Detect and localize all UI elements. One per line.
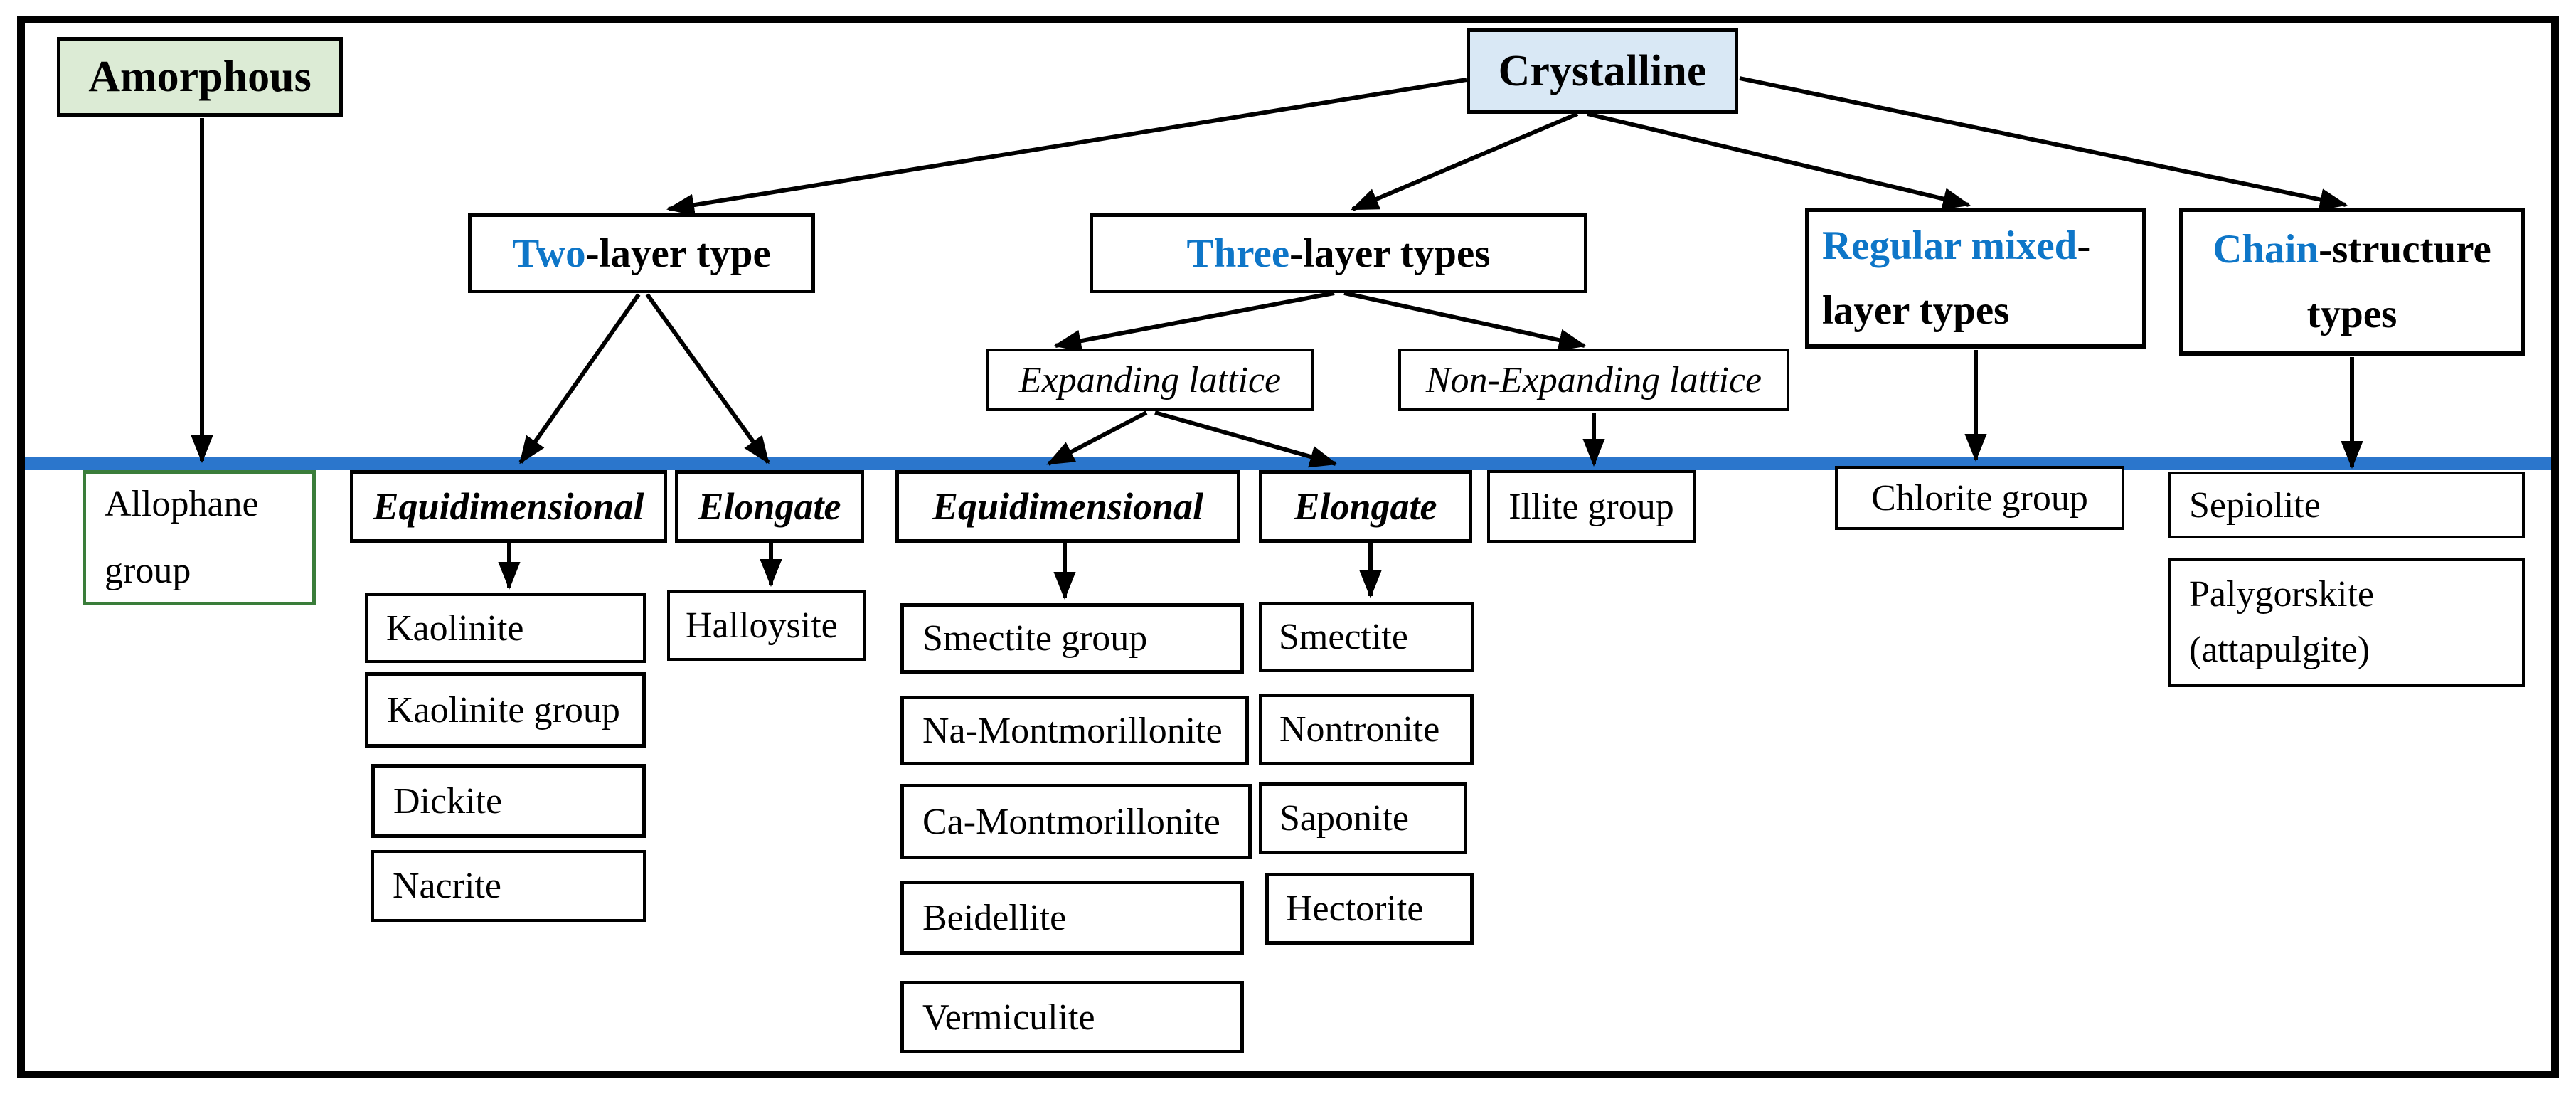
node-halloysite-label: Halloysite: [686, 605, 838, 646]
node-elongate-two-layer: Elongate: [675, 470, 864, 543]
node-beidellite-label: Beidellite: [922, 897, 1067, 938]
node-vermiculite-label: Vermiculite: [922, 997, 1095, 1038]
node-palygorskite: Palygorskite (attapulgite): [2168, 558, 2525, 687]
node-non-expanding-lattice-label: Non-Expanding lattice: [1425, 359, 1762, 400]
node-two-layer-rest: -layer type: [585, 230, 771, 276]
node-saponite-label: Saponite: [1279, 798, 1409, 839]
node-na-montmorillonite: Na-Montmorillonite: [900, 696, 1249, 765]
node-ca-montmorillonite-label: Ca-Montmorillonite: [922, 801, 1220, 842]
node-regular-mixed-highlight: Regular mixed: [1822, 223, 2077, 268]
node-saponite: Saponite: [1259, 782, 1467, 854]
node-amorphous-label: Amorphous: [88, 52, 312, 101]
node-chlorite-group: Chlorite group: [1835, 466, 2124, 530]
node-three-layer-highlight: Three: [1186, 230, 1290, 276]
node-elongate-two-label: Elongate: [698, 485, 841, 528]
node-non-expanding-lattice: Non-Expanding lattice: [1398, 349, 1789, 411]
node-palygorskite-line1: Palygorskite: [2189, 574, 2374, 615]
node-expanding-lattice-label: Expanding lattice: [1018, 359, 1282, 400]
node-chain-line2: types: [2306, 292, 2397, 336]
node-chain-rest: -structure: [2319, 226, 2491, 272]
node-nacrite-label: Nacrite: [393, 866, 502, 906]
node-halloysite: Halloysite: [667, 590, 866, 661]
node-two-layer-type: Two-layer type: [468, 213, 815, 293]
node-elongate-three-layer: Elongate: [1259, 470, 1472, 543]
node-allophane-line1: Allophane: [105, 484, 259, 525]
node-vermiculite: Vermiculite: [900, 981, 1244, 1053]
node-dickite-label: Dickite: [393, 780, 503, 822]
node-equidimensional-three-layer: Equidimensional: [895, 470, 1240, 543]
node-nacrite: Nacrite: [371, 850, 646, 922]
node-three-layer-rest: -layer types: [1289, 230, 1491, 276]
node-na-montmorillonite-label: Na-Montmorillonite: [922, 710, 1223, 751]
node-smectite: Smectite: [1259, 602, 1474, 672]
node-chain-line1: Chain-structure: [2213, 217, 2491, 282]
node-kaolinite-group-label: Kaolinite group: [387, 689, 620, 731]
node-amorphous: Amorphous: [57, 37, 343, 117]
outer-frame: [17, 16, 2559, 1078]
node-dickite: Dickite: [371, 764, 646, 838]
node-sepiolite-label: Sepiolite: [2189, 484, 2321, 526]
node-beidellite: Beidellite: [900, 881, 1244, 955]
node-allophane-group: Allophane group: [83, 470, 316, 605]
node-kaolinite: Kaolinite: [365, 593, 646, 663]
node-expanding-lattice: Expanding lattice: [986, 349, 1314, 411]
node-regular-mixed-dash: -: [2077, 223, 2091, 268]
node-smectite-label: Smectite: [1279, 617, 1408, 657]
blue-divider-line: [25, 457, 2551, 470]
node-crystalline: Crystalline: [1467, 28, 1738, 114]
node-illite-group: Illite group: [1487, 470, 1696, 543]
node-chain-highlight: Chain: [2213, 226, 2319, 272]
node-three-layer-types: Three-layer types: [1090, 213, 1587, 293]
node-nontronite-label: Nontronite: [1279, 709, 1440, 750]
node-hectorite-label: Hectorite: [1286, 888, 1424, 929]
node-kaolinite-group: Kaolinite group: [365, 672, 646, 748]
node-equidimensional-two-layer: Equidimensional: [350, 470, 667, 543]
node-regular-mixed-layer-types: Regular mixed- layer types: [1805, 208, 2146, 349]
node-chlorite-group-label: Chlorite group: [1871, 477, 2088, 519]
node-smectite-group-label: Smectite group: [922, 618, 1148, 659]
node-elongate-three-label: Elongate: [1294, 485, 1437, 528]
node-ca-montmorillonite: Ca-Montmorillonite: [900, 784, 1252, 859]
node-illite-group-label: Illite group: [1508, 486, 1674, 527]
node-hectorite: Hectorite: [1265, 873, 1474, 945]
node-smectite-group: Smectite group: [900, 603, 1244, 674]
node-kaolinite-label: Kaolinite: [386, 607, 524, 649]
node-equidimensional-three-label: Equidimensional: [932, 485, 1204, 528]
node-chain-structure-types: Chain-structure types: [2179, 208, 2525, 356]
node-palygorskite-line2: (attapulgite): [2189, 630, 2370, 670]
node-allophane-line2: group: [105, 551, 191, 591]
node-crystalline-label: Crystalline: [1498, 46, 1707, 95]
node-equidimensional-two-label: Equidimensional: [373, 485, 644, 528]
node-regular-mixed-line2: layer types: [1822, 288, 2010, 333]
node-nontronite: Nontronite: [1259, 694, 1474, 765]
node-regular-mixed-line1: Regular mixed-: [1822, 213, 2090, 278]
node-sepiolite: Sepiolite: [2168, 472, 2525, 538]
node-two-layer-highlight: Two: [512, 230, 586, 276]
